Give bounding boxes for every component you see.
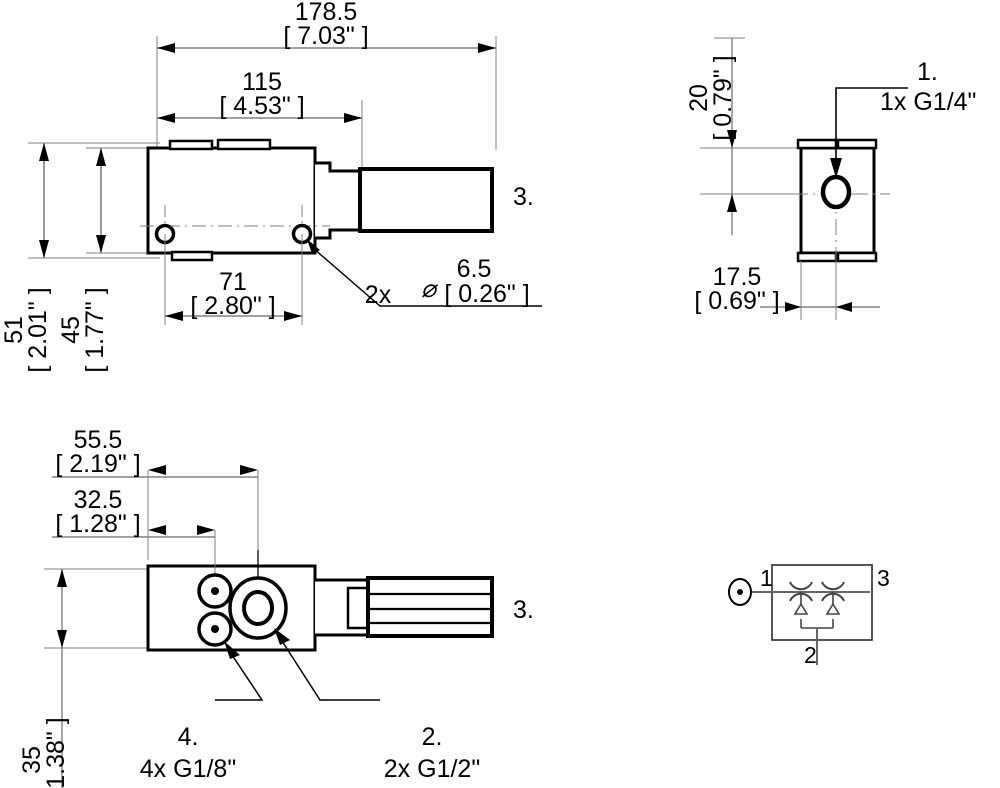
leader-line-item2 <box>281 640 380 701</box>
front-silencer-body <box>358 167 494 233</box>
schematic-check-valve-1 <box>793 602 809 615</box>
dim-port-offset-side-metric: 17.5 <box>713 263 762 291</box>
front-view: 178.5 [ 7.03" ] 115 [ 4.53" ] 51 [ 2.01"… <box>0 0 542 373</box>
leader-line-item1 <box>835 87 908 175</box>
dim-port-x-near-imperial: [ 1.28" ] <box>55 510 140 538</box>
side-top-tab-left <box>796 138 838 150</box>
callout-item1-index: 1. <box>917 58 938 86</box>
schematic-check-valve-2 <box>825 602 841 615</box>
side-body-outline <box>790 135 890 268</box>
dim-body-width-imperial: [ 1.38" ] <box>42 717 70 788</box>
side-bottom-tab-left <box>796 251 838 263</box>
dim-port-offset-top-metric: 20 <box>685 84 713 112</box>
dimension-body-length: 115 [ 4.53" ] <box>156 68 363 185</box>
callout-item2-index: 2. <box>422 723 443 751</box>
dim-overall-height-imperial: [ 2.01" ] <box>24 287 52 372</box>
bottom-ports <box>197 550 288 647</box>
schematic-nozzle-1-upper <box>789 581 813 591</box>
callout-item2-text: 2x G1/2" <box>384 755 480 783</box>
leader-arrow-item1 <box>830 158 842 178</box>
front-body-outline <box>146 138 317 262</box>
callout-item3-front: 3. <box>513 183 534 211</box>
dim-hole-spacing-metric: 71 <box>219 268 247 296</box>
dim-body-length-imperial: [ 4.53" ] <box>219 92 304 120</box>
dim-overall-length-metric: 178.5 <box>295 0 358 26</box>
callout-item2: 2. 2x G1/2" <box>274 628 480 783</box>
dimension-port-offset-top: 20 [ 0.79" ] <box>685 37 805 235</box>
dim-port-x-far-metric: 55.5 <box>74 426 123 454</box>
leader-line-item4 <box>215 654 264 701</box>
side-view: 20 [ 0.79" ] 1. 1x G1/4" 17.5 [ <box>685 37 976 320</box>
callout-item1: 1. 1x G1/4" <box>830 58 976 178</box>
dim-port-offset-top-imperial: [ 0.79" ] <box>709 55 737 140</box>
bottom-silencer-body <box>366 576 494 638</box>
leader-arrow-item4 <box>224 641 240 659</box>
dimension-overall-height: 51 [ 2.01" ] <box>0 142 160 373</box>
callout-item4: 4. 4x G1/8" <box>140 641 264 783</box>
side-port-g14 <box>820 174 852 210</box>
pneumatic-schematic: 1 3 2 <box>728 564 890 668</box>
dimension-port-offset-side: 17.5 [ 0.69" ] <box>694 261 880 320</box>
dim-overall-length-imperial: [ 7.03" ] <box>283 22 368 50</box>
diameter-icon: ⌀ <box>421 275 439 303</box>
callout-item3-bottom: 3. <box>513 596 534 624</box>
bottom-port-g12-inner <box>242 590 274 626</box>
callout-item4-text: 4x G1/8" <box>140 755 236 783</box>
callout-mounting-holes: 2x ⌀ 6.5 [ 0.26" ] <box>307 239 542 309</box>
callout-item1-text: 1x G1/4" <box>880 88 976 116</box>
dimension-overall-length: 178.5 [ 7.03" ] <box>156 0 497 150</box>
callout-holes-qty: 2x <box>365 281 392 309</box>
schematic-port1-label: 1 <box>760 565 773 591</box>
dim-body-height-metric: 45 <box>57 316 85 344</box>
bottom-port-g18-upper-bore <box>211 587 219 595</box>
side-bottom-tab-right <box>836 251 878 263</box>
dim-body-length-metric: 115 <box>242 68 282 96</box>
callout-item4-index: 4. <box>178 723 199 751</box>
dimension-port-x-near: 32.5 [ 1.28" ] <box>52 486 216 585</box>
leader-arrow-item2 <box>274 628 290 645</box>
dim-body-height-imperial: [ 1.77" ] <box>81 287 109 372</box>
callout-holes-metric: 6.5 <box>457 255 492 283</box>
dimension-body-width: 35 [ 1.38" ] <box>18 568 160 788</box>
dim-body-width-metric: 35 <box>18 746 46 774</box>
front-silencer-assembly <box>315 161 494 240</box>
front-top-tab-right <box>216 138 272 151</box>
leader-line-holes <box>312 247 542 307</box>
dim-hole-spacing-imperial: [ 2.80" ] <box>190 292 275 320</box>
schematic-port2-label: 2 <box>804 642 817 668</box>
dim-port-x-near-metric: 32.5 <box>74 486 123 514</box>
callout-holes-imperial: [ 0.26" ] <box>444 280 529 308</box>
side-top-tab-right <box>836 138 878 150</box>
front-top-tab-left <box>168 139 214 151</box>
leader-arrow-holes <box>307 239 320 254</box>
schematic-port1-dot <box>737 589 743 595</box>
front-bottom-tab <box>170 250 214 262</box>
bottom-port-g18-lower-bore <box>211 625 219 633</box>
dim-overall-height-metric: 51 <box>0 316 28 344</box>
dim-port-offset-side-imperial: [ 0.69" ] <box>694 287 779 315</box>
dimension-body-height: 45 [ 1.77" ] <box>57 147 160 373</box>
dimension-hole-spacing: 71 [ 2.80" ] <box>164 234 303 325</box>
schematic-nozzle-2-upper <box>821 581 845 591</box>
schematic-port3-label: 3 <box>877 565 890 591</box>
dim-port-x-far-imperial: [ 2.19" ] <box>55 450 140 478</box>
bottom-view: 55.5 [ 2.19" ] 32.5 [ 1.28" ] 35 [ 1.38"… <box>18 426 534 788</box>
